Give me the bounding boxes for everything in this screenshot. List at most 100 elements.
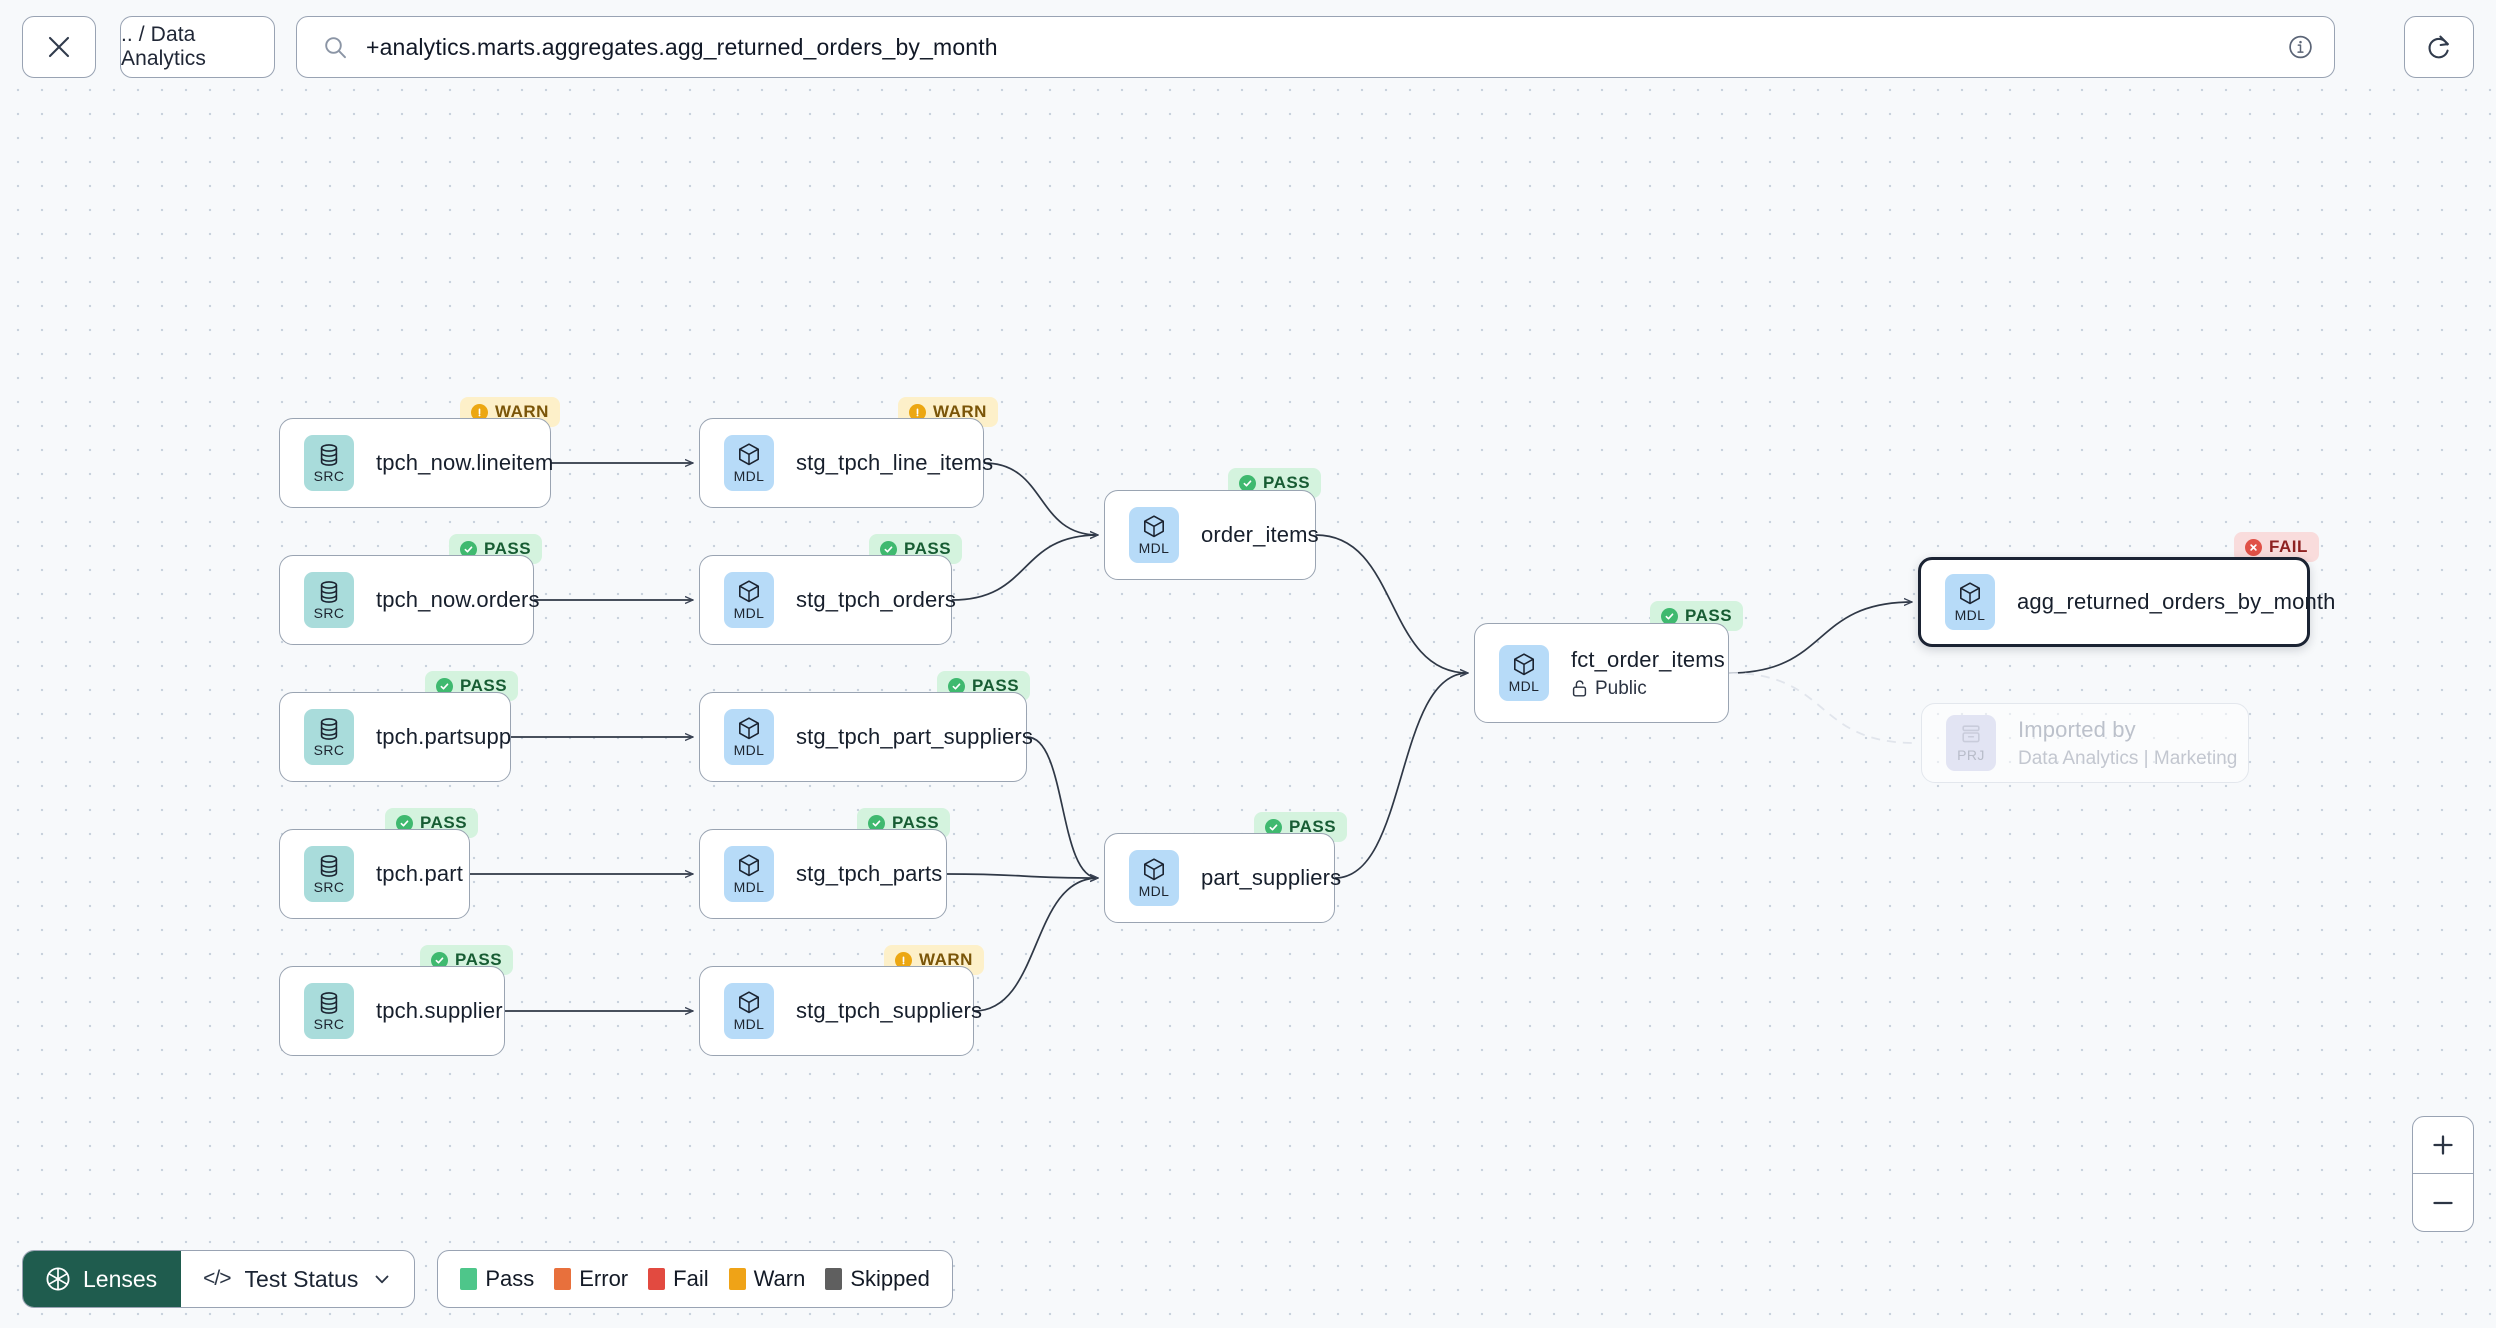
mdl-type-icon: MDL <box>1129 850 1179 906</box>
status-badge-label: WARN <box>933 402 987 421</box>
status-warn-icon <box>471 403 488 421</box>
graph-node-label: order_items <box>1201 522 1319 547</box>
graph-node-part_suppliers[interactable]: MDL part_suppliers <box>1104 833 1341 923</box>
legend-label: Error <box>579 1266 629 1291</box>
graph-node-label: agg_returned_orders_by_month <box>2017 589 2336 614</box>
node-type-code: SRC <box>313 604 345 621</box>
status-legend: Pass Error Fail Warn Skipped <box>437 1250 953 1308</box>
legend-label: Skipped <box>850 1266 930 1291</box>
mdl-type-icon: MDL <box>724 435 774 491</box>
status-badge-label: PASS <box>1685 606 1733 625</box>
status-warn-icon <box>909 403 926 421</box>
zoom-out-button[interactable] <box>2413 1174 2473 1231</box>
node-type-code: MDL <box>1954 607 1986 623</box>
legend-swatch-skipped <box>825 1268 843 1290</box>
graph-node-stg_tpch_line_items[interactable]: MDL stg_tpch_line_items <box>699 418 993 508</box>
graph-node-agg_returned_orders_by_month[interactable]: MDL agg_returned_orders_by_month <box>1918 557 2335 647</box>
edge-order_items-to-fct_order_items <box>1315 534 1468 673</box>
graph-node-label: stg_tpch_suppliers <box>796 998 983 1023</box>
top-toolbar: .. / Data Analytics +analytics.marts.agg… <box>0 0 2496 78</box>
legend-swatch-pass <box>460 1268 478 1290</box>
legend-item-skipped[interactable]: Skipped <box>825 1266 930 1292</box>
status-badge-label: PASS <box>904 539 952 558</box>
node-type-code: PRJ <box>1957 747 1985 763</box>
database-icon <box>318 580 340 604</box>
cube-icon <box>737 716 761 741</box>
status-badge-label: WARN <box>919 950 973 969</box>
graph-node-label: Imported by <box>2018 716 2136 742</box>
status-pass-icon <box>880 540 897 558</box>
graph-node-label: tpch.supplier <box>376 998 503 1023</box>
legend-swatch-warn <box>728 1268 746 1290</box>
legend-item-error[interactable]: Error <box>554 1266 628 1292</box>
edge-stg_tpch_suppliers-to-part_suppliers <box>973 878 1098 1012</box>
status-pass-icon <box>431 951 448 969</box>
lenses-group: Lenses </> Test Status <box>22 1250 416 1308</box>
status-badge-label: PASS <box>1263 473 1311 492</box>
graph-node-sublabel: Data Analytics | Marketing <box>2018 748 2237 770</box>
close-button[interactable] <box>22 16 96 78</box>
legend-item-warn[interactable]: Warn <box>728 1266 805 1292</box>
lenses-button[interactable]: Lenses <box>23 1251 182 1307</box>
legend-item-pass[interactable]: Pass <box>460 1266 534 1292</box>
node-type-code: MDL <box>1138 540 1170 556</box>
status-badge-label: PASS <box>484 539 532 558</box>
status-badge-label: PASS <box>455 950 503 969</box>
mdl-type-icon: MDL <box>1945 574 1995 630</box>
edge-stg_tpch_line_items-to-order_items <box>983 462 1098 535</box>
graph-node-label: part_suppliers <box>1201 865 1342 890</box>
graph-node-label: stg_tpch_line_items <box>796 450 994 475</box>
database-icon <box>318 443 340 467</box>
info-button[interactable] <box>2287 34 2314 61</box>
status-badge-label: FAIL <box>2269 537 2308 556</box>
src-type-icon: SRC <box>304 709 354 765</box>
status-pass-icon <box>1661 607 1678 625</box>
edge-stg_tpch_part_suppliers-to-part_suppliers <box>1026 736 1098 878</box>
test-status-dropdown[interactable]: </> Test Status <box>181 1251 414 1307</box>
edge-stg_tpch_orders-to-order_items <box>951 535 1098 601</box>
database-icon <box>318 854 340 878</box>
refresh-button[interactable] <box>2404 16 2474 78</box>
search-bar[interactable]: +analytics.marts.aggregates.agg_returned… <box>296 16 2335 78</box>
search-input-value[interactable]: +analytics.marts.aggregates.agg_returned… <box>366 33 998 60</box>
zoom-controls <box>2412 1116 2474 1232</box>
bottom-toolbar: Lenses </> Test Status Pass Error Fail Warn… <box>22 1250 953 1308</box>
project-box-icon <box>1959 723 1983 746</box>
legend-label: Fail <box>673 1266 709 1291</box>
cube-icon <box>1512 652 1536 677</box>
mdl-type-icon: MDL <box>724 709 774 765</box>
edge-fct_order_items-to-imported_by_project <box>1728 672 1916 744</box>
graph-node-sublabel-text: Data Analytics | Marketing <box>2018 747 2238 769</box>
info-circle-icon <box>2289 35 2312 59</box>
legend-item-fail[interactable]: Fail <box>648 1266 709 1292</box>
zoom-in-button[interactable] <box>2413 1117 2473 1174</box>
cube-icon <box>1958 581 1982 606</box>
graph-node-sublabel-text: Public <box>1595 677 1647 699</box>
breadcrumb[interactable]: .. / Data Analytics <box>120 16 275 78</box>
legend-label: Pass <box>485 1266 535 1291</box>
node-type-code: MDL <box>733 605 765 621</box>
cube-icon <box>737 442 761 467</box>
edge-fct_order_items-to-agg_returned_orders_by_month <box>1728 602 1912 674</box>
node-type-code: MDL <box>733 468 765 484</box>
mdl-type-icon: MDL <box>1129 507 1179 563</box>
mdl-type-icon: MDL <box>724 846 774 902</box>
chevron-down-icon <box>375 1275 389 1284</box>
lenses-label: Lenses <box>83 1265 158 1292</box>
prj-type-icon: PRJ <box>1946 715 1996 771</box>
edge-part_suppliers-to-fct_order_items <box>1334 673 1468 879</box>
mdl-type-icon: MDL <box>1499 645 1549 701</box>
graph-node-order_items[interactable]: MDL order_items <box>1104 490 1319 580</box>
